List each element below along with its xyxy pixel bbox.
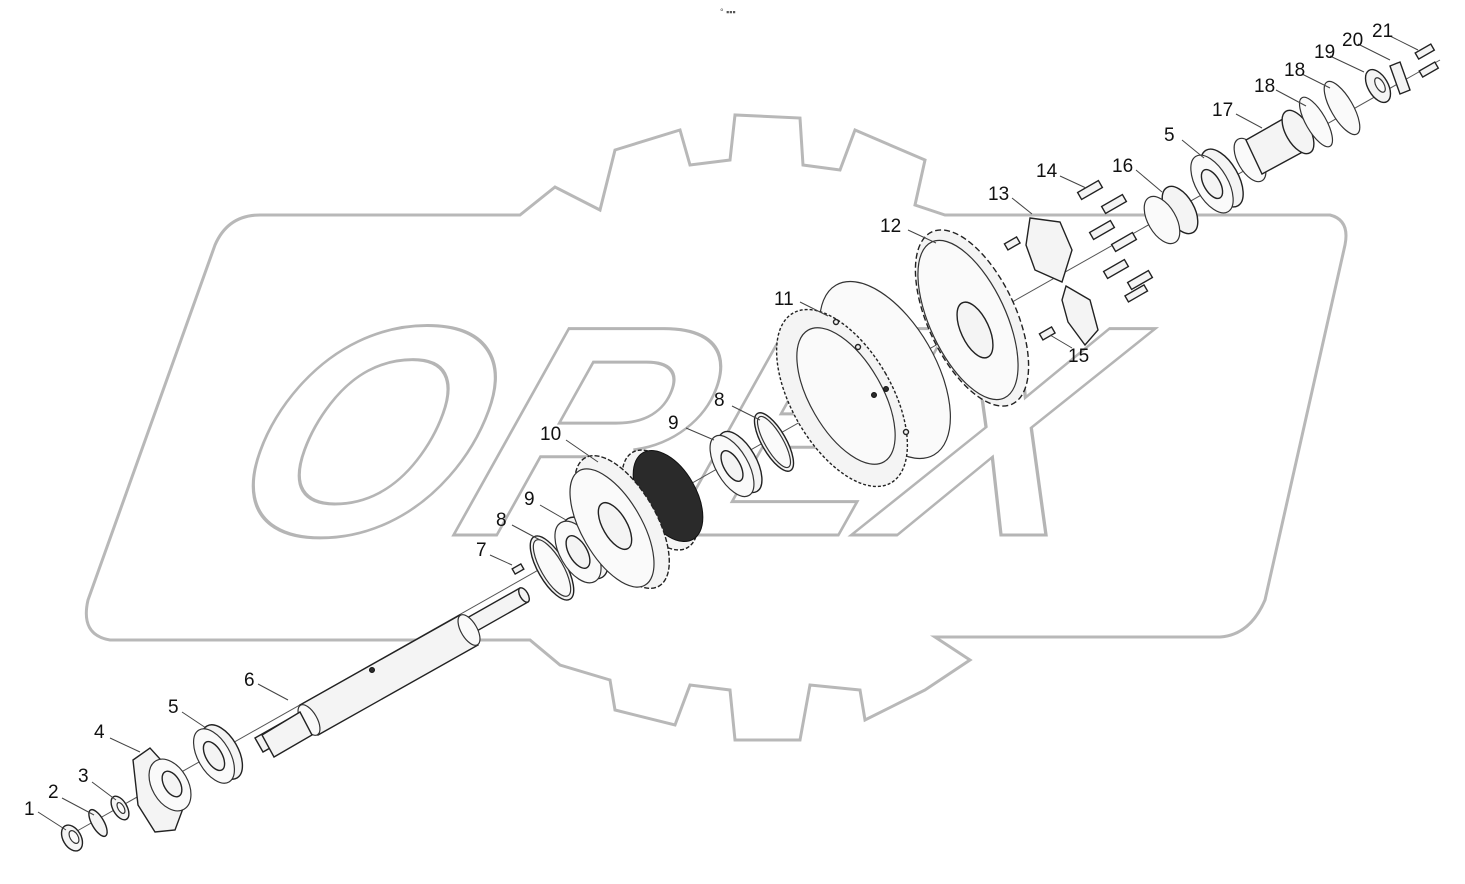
callout-11: 11 [774, 289, 794, 310]
callout-15: 15 [1068, 346, 1089, 367]
part-3-washer [110, 795, 130, 821]
part-21-bolts [1414, 43, 1440, 79]
part-20-lock-plate [1389, 61, 1411, 95]
part-16-spacer [1143, 185, 1199, 245]
watermark-text: OREX [192, 264, 1180, 599]
callout-2: 2 [48, 782, 59, 803]
part-5-bearing-lower [192, 724, 244, 784]
callout-8-left: 8 [496, 510, 507, 531]
part-4-flange-cover [132, 747, 192, 833]
part-6-shaft [254, 587, 530, 758]
part-8-snap-ring-right [753, 412, 795, 472]
part-11-ring-gear-housing [775, 280, 951, 488]
callout-20: 20 [1342, 30, 1363, 51]
part-7-key [511, 562, 525, 576]
part-10-double-gear [569, 449, 704, 590]
callout-19: 19 [1314, 42, 1335, 63]
part-13-plate [1025, 217, 1099, 347]
callout-7: 7 [476, 540, 487, 561]
callout-1: 1 [24, 799, 35, 820]
callout-9-right: 9 [668, 413, 679, 434]
callout-5-upper: 5 [1164, 125, 1175, 146]
header-mark: ° ▪▪▪ [720, 7, 736, 17]
part-12-large-gear [914, 229, 1030, 407]
part-18-o-rings [1298, 80, 1361, 148]
leader-lines [37, 35, 1419, 831]
part-2-lock-washer [88, 808, 108, 838]
watermark-gear-outline [84, 113, 1348, 742]
part-9-bearing-right [709, 430, 763, 498]
callout-10: 10 [540, 424, 561, 445]
callout-8-right: 8 [714, 390, 725, 411]
part-1-nut [60, 824, 84, 852]
callout-5-lower: 5 [168, 697, 179, 718]
callout-6: 6 [244, 670, 255, 691]
callout-labels: 1 2 3 4 5 6 7 8 9 10 8 9 11 12 13 14 15 … [24, 21, 1393, 820]
callout-18-a: 18 [1254, 76, 1275, 97]
callout-21: 21 [1372, 21, 1393, 42]
callout-4: 4 [94, 722, 105, 743]
callout-16: 16 [1112, 156, 1133, 177]
callout-3: 3 [78, 766, 89, 787]
callout-14: 14 [1036, 161, 1058, 182]
callout-18-b: 18 [1284, 60, 1305, 81]
part-15-dowel-pins [1003, 235, 1057, 341]
callout-17: 17 [1212, 100, 1233, 121]
part-14-bolts [1076, 179, 1154, 303]
part-5-bearing-upper [1190, 148, 1244, 214]
callout-13: 13 [988, 184, 1009, 205]
callout-9-left: 9 [524, 489, 535, 510]
part-19-washer [1364, 68, 1392, 104]
callout-12: 12 [880, 216, 901, 237]
